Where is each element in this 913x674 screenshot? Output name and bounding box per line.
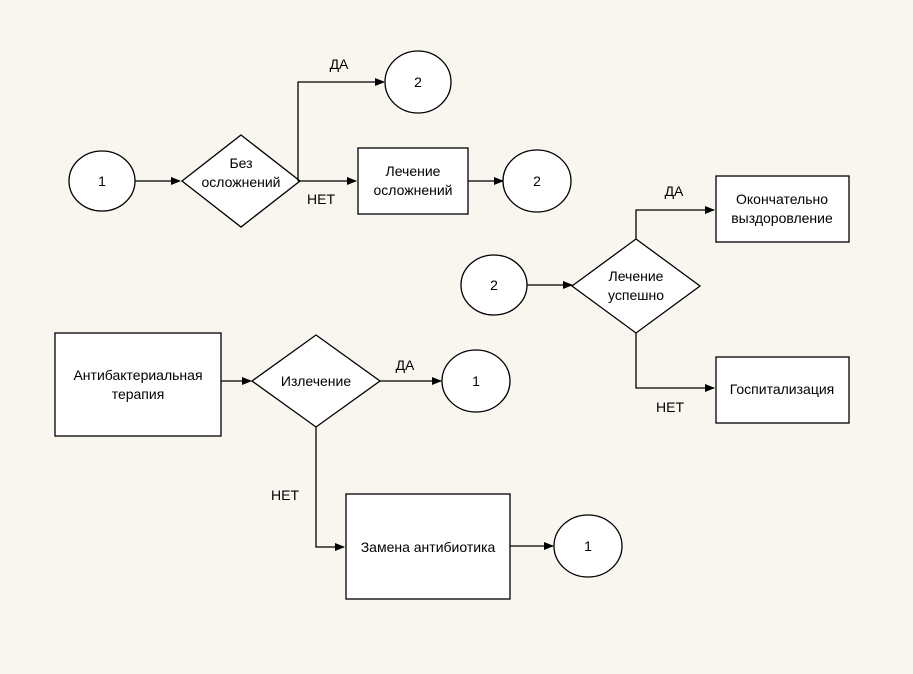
process-replace-antibiotic[interactable] — [345, 493, 511, 600]
connector-1-after-recovery-label: 1 — [472, 373, 480, 389]
process-treat-complications-line1: Лечение — [386, 163, 441, 179]
process-final-recovery-line1: Окончательно — [736, 191, 828, 207]
process-antibacterial-therapy-line1: Антибактериальная — [73, 367, 202, 383]
process-replace-antibiotic-label: Замена антибиотика — [361, 539, 496, 555]
connector-2-right-label: 2 — [490, 277, 498, 293]
edge-label-no-2: НЕТ — [656, 399, 684, 415]
connector-2-top-label: 2 — [414, 74, 422, 90]
process-antibacterial-therapy[interactable] — [54, 332, 222, 437]
decision-no-complications-line1: Без — [229, 155, 252, 171]
decision-no-complications[interactable] — [180, 134, 302, 228]
connector-2-top[interactable] — [384, 50, 452, 114]
connector-2-after-treatment[interactable] — [502, 149, 572, 213]
decision-treatment-success-line1: Лечение — [609, 268, 664, 284]
arrow-no-to-hospitalization — [635, 333, 715, 392]
decision-treatment-success-line2: успешно — [608, 287, 664, 303]
process-final-recovery-line2: выздоровление — [731, 210, 833, 226]
edge-label-yes-1: ДА — [330, 56, 349, 72]
connector-1-after-replace[interactable] — [553, 514, 623, 578]
edge-label-no-1: НЕТ — [307, 191, 335, 207]
connector-2-after-treatment-label: 2 — [533, 173, 541, 189]
process-treat-complications[interactable] — [357, 147, 469, 215]
decision-recovery-label: Излечение — [281, 373, 351, 389]
connector-1-after-replace-label: 1 — [584, 538, 592, 554]
edge-label-no-3: НЕТ — [271, 487, 299, 503]
arrow-yes-to-2 — [297, 78, 385, 181]
edge-label-yes-2: ДА — [665, 183, 684, 199]
decision-no-complications-line2: осложнений — [202, 174, 281, 190]
process-hospitalization-label: Госпитализация — [730, 381, 835, 397]
process-treat-complications-line2: осложнений — [374, 182, 453, 198]
connector-1-start-label: 1 — [98, 173, 106, 189]
arrow-no-to-replace-antibiotic — [315, 427, 345, 551]
decision-treatment-success[interactable] — [570, 238, 702, 334]
edge-label-yes-3: ДА — [396, 357, 415, 373]
arrow-yes-to-final-recovery — [635, 206, 715, 239]
process-antibacterial-therapy-line2: терапия — [112, 386, 165, 402]
process-hospitalization[interactable] — [715, 356, 850, 424]
connector-1-after-recovery[interactable] — [441, 349, 511, 413]
process-final-recovery[interactable] — [715, 175, 850, 243]
